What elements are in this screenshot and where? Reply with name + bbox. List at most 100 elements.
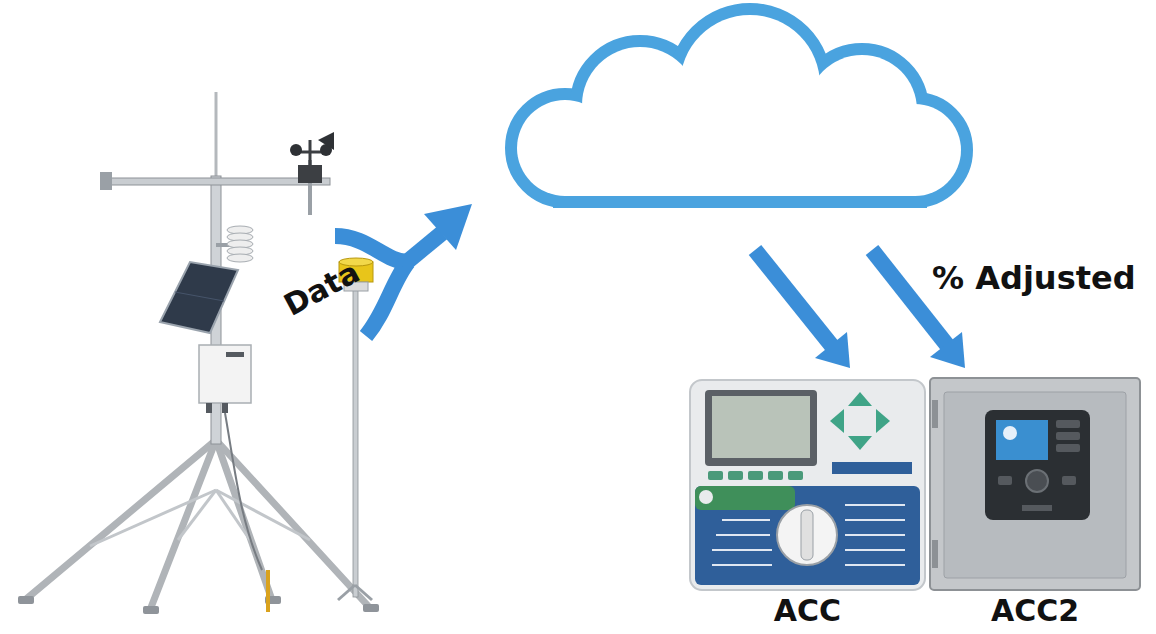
rain-gauge-part (353, 285, 358, 597)
data-arrow-part (402, 233, 442, 266)
weather-station-part (226, 352, 244, 357)
weather-station-part (18, 596, 379, 614)
acc-controller-part (699, 490, 713, 504)
acc2-controller-part (944, 392, 1126, 578)
acc2-controller-part (1026, 470, 1048, 492)
acc-controller-part-part (848, 392, 872, 406)
acc-controller-part (801, 510, 813, 560)
acc-controller-part (690, 380, 925, 590)
rain-gauge-part-part (338, 585, 355, 600)
controller-label: ACC2 (991, 594, 1079, 627)
flow-label: Data (280, 257, 364, 321)
acc2-controller-part-part (998, 476, 1012, 485)
acc-controller-part (695, 486, 920, 585)
weather-station-part-part (143, 606, 159, 614)
weather-station-part (298, 165, 322, 183)
acc-controller-part-part (748, 471, 763, 480)
acc-controller-part-part (848, 436, 872, 450)
weather-station-part (100, 172, 112, 190)
acc-controller-part (708, 471, 803, 480)
adjust-arrow-part (755, 250, 832, 346)
acc-controller-part-part (728, 471, 743, 480)
acc-controller-part-part (722, 519, 770, 521)
weather-station-part (222, 403, 228, 413)
rain-gauge-part (338, 585, 372, 600)
acc-controller-part (830, 392, 890, 450)
acc2-controller-part-part (1062, 476, 1076, 485)
acc-controller-part-part (876, 409, 890, 433)
acc2-controller-part (932, 540, 938, 568)
weather-station-part (225, 413, 262, 570)
rain-gauge-part-part (355, 585, 372, 600)
data-arrow-part (366, 262, 408, 336)
controller: ACC2 (930, 378, 1140, 627)
acc-controller-part-part (768, 471, 783, 480)
acc2-controller-part (1003, 426, 1017, 440)
cloud-part (517, 15, 961, 196)
acc2-controller-part-part (1056, 444, 1080, 452)
weather-station-part-part (216, 490, 310, 540)
acc2-controller-part (930, 378, 1140, 590)
cloud-part-part (565, 110, 915, 196)
weather-station-part-part (363, 604, 379, 612)
acc-controller-part-part (716, 534, 770, 536)
arrow-label: % Adjusted (932, 262, 1136, 294)
weather-station-part-part (178, 490, 216, 540)
acc2-controller-part (1022, 505, 1052, 511)
weather-station-part-part (216, 440, 370, 608)
acc-controller-part-part (830, 409, 844, 433)
cloud-part-part (565, 110, 915, 196)
acc-controller-part (832, 462, 912, 474)
weather-station-part (25, 440, 370, 610)
weather-station-part (105, 178, 330, 185)
rain-gauge (338, 258, 373, 600)
acc-controller (690, 380, 925, 590)
weather-station-part (90, 490, 310, 546)
acc-controller-part (712, 505, 905, 565)
acc-controller-part-part (712, 549, 772, 551)
acc-controller-part (712, 396, 810, 458)
acc-controller-part-part (845, 534, 905, 536)
acc-controller-part-part (845, 564, 905, 566)
controller-label: ACC (774, 594, 841, 627)
weather-station-part (175, 292, 224, 301)
acc-controller-part-part (845, 519, 905, 521)
controller: ACC (690, 380, 925, 627)
weather-station-part (309, 140, 312, 166)
weather-station-part (266, 570, 270, 612)
weather-station (18, 92, 379, 614)
weather-station-part (318, 132, 334, 150)
acc-controller-part (695, 486, 795, 510)
acc2-controller-part-part (1056, 420, 1080, 428)
acc-controller-part-part (845, 549, 905, 551)
acc2-controller-part (985, 410, 1090, 520)
data-arrow-part (424, 204, 472, 250)
weather-station-part (290, 144, 302, 156)
cloud (517, 15, 961, 196)
acc2-controller (930, 378, 1140, 590)
acc-controller-part (705, 390, 817, 466)
acc2-controller-part (932, 400, 938, 428)
weather-station-part (227, 226, 253, 262)
weather-station-part (160, 262, 238, 333)
acc-controller-part-part (845, 504, 905, 506)
weather-station-part (206, 403, 212, 413)
adjust-arrow-part (930, 332, 965, 368)
acc-controller-part-part (712, 564, 772, 566)
acc-controller-part-part (708, 471, 723, 480)
weather-station-part-part (18, 596, 34, 604)
acc2-controller-part (996, 420, 1048, 460)
acc2-controller-part-part (1056, 432, 1080, 440)
cloud-part (517, 15, 961, 196)
acc-controller-part-part (788, 471, 803, 480)
weather-station-part-part (227, 254, 253, 262)
weather-station-part (199, 345, 251, 403)
weather-station-part-part (90, 490, 216, 546)
weather-station-part-part (150, 440, 216, 610)
acc-controller-part (777, 505, 837, 565)
weather-station-part (215, 92, 218, 178)
adjust-arrow-part (815, 332, 850, 368)
